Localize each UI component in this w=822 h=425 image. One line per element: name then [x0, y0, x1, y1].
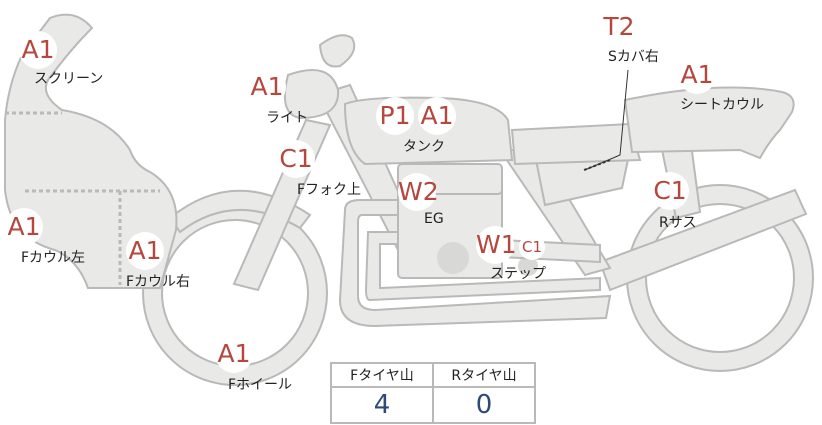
label-step: ステップ	[490, 266, 546, 282]
grade-s-cover-right[interactable]: T2	[600, 8, 638, 46]
grade-seat-cowl[interactable]: A1	[678, 56, 716, 94]
grade-r-suspension[interactable]: C1	[651, 172, 689, 210]
grade-f-fork-upper[interactable]: C1	[277, 140, 315, 178]
label-f-wheel: Fホイール	[228, 377, 293, 393]
label-s-cover-right: Sカバ右	[608, 49, 659, 65]
mirror	[318, 34, 356, 68]
leader-line	[584, 69, 629, 171]
grade-step-2[interactable]: C1	[519, 234, 545, 260]
swingarm	[598, 188, 808, 292]
label-f-cowl-left: Fカウル左	[21, 250, 86, 266]
tread-value-front: 4	[330, 386, 434, 424]
grade-f-wheel[interactable]: A1	[215, 335, 253, 373]
grade-tank-2[interactable]: A1	[418, 97, 456, 135]
exhaust-lower	[338, 199, 612, 328]
label-engine: EG	[424, 211, 444, 227]
label-seat-cowl: シートカウル	[680, 97, 764, 113]
grade-light[interactable]: A1	[248, 68, 286, 106]
tread-header-rear: Rタイヤ山	[432, 362, 536, 388]
grade-f-cowl-right[interactable]: A1	[126, 232, 164, 270]
label-r-suspension: Rサス	[659, 215, 697, 231]
label-screen: スクリーン	[34, 71, 104, 87]
step-peg	[518, 256, 538, 276]
seat	[510, 122, 642, 166]
exhaust-upper	[364, 231, 601, 302]
grade-engine[interactable]: W2	[398, 173, 439, 211]
engine-cover	[437, 242, 469, 274]
label-f-fork-upper: Fフォク上	[297, 182, 362, 198]
tread-depth-table: Fタイヤ山 Rタイヤ山 4 0	[330, 362, 536, 424]
grade-step-1[interactable]: W1	[476, 226, 517, 264]
grade-tank-1[interactable]: P1	[376, 97, 414, 135]
label-light: ライト	[266, 110, 308, 126]
grade-f-cowl-left[interactable]: A1	[5, 208, 43, 246]
grade-screen[interactable]: A1	[19, 31, 57, 69]
tread-header-front: Fタイヤ山	[330, 362, 434, 388]
label-f-cowl-right: Fカウル右	[126, 274, 191, 290]
headlight	[284, 69, 340, 120]
tread-value-rear: 0	[432, 386, 536, 424]
label-tank: タンク	[403, 139, 445, 155]
